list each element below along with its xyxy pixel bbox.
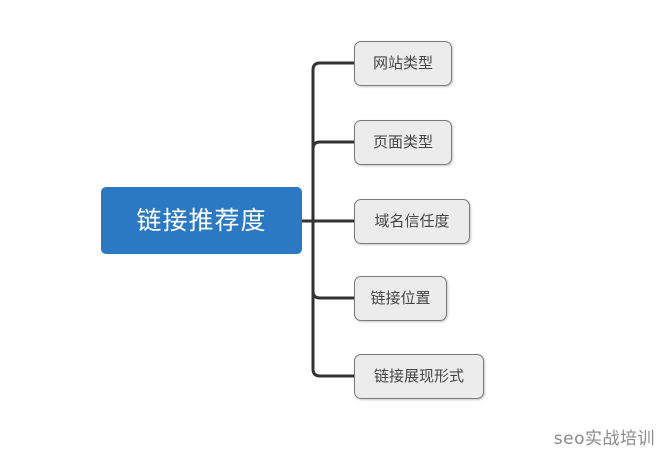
child-node-label: 域名信任度 — [374, 212, 450, 230]
child-node-1[interactable]: 网站类型 — [354, 41, 452, 86]
child-node-4[interactable]: 链接位置 — [354, 276, 447, 321]
child-node-label: 网站类型 — [372, 54, 433, 72]
connector-branch-2 — [311, 140, 354, 150]
connector-branch-1 — [311, 61, 354, 71]
connector-branch-5 — [311, 368, 354, 378]
root-node-label: 链接推荐度 — [136, 206, 267, 235]
connector-branch-4 — [311, 290, 354, 300]
child-node-label: 链接展现形式 — [373, 367, 464, 385]
root-node[interactable]: 链接推荐度 — [101, 187, 302, 254]
child-node-label: 链接位置 — [370, 289, 431, 307]
child-node-5[interactable]: 链接展现形式 — [354, 354, 484, 399]
child-node-3[interactable]: 域名信任度 — [354, 199, 470, 244]
watermark-text: seo实战培训 — [553, 429, 655, 449]
child-node-label: 页面类型 — [372, 133, 433, 151]
child-node-2[interactable]: 页面类型 — [354, 120, 452, 165]
